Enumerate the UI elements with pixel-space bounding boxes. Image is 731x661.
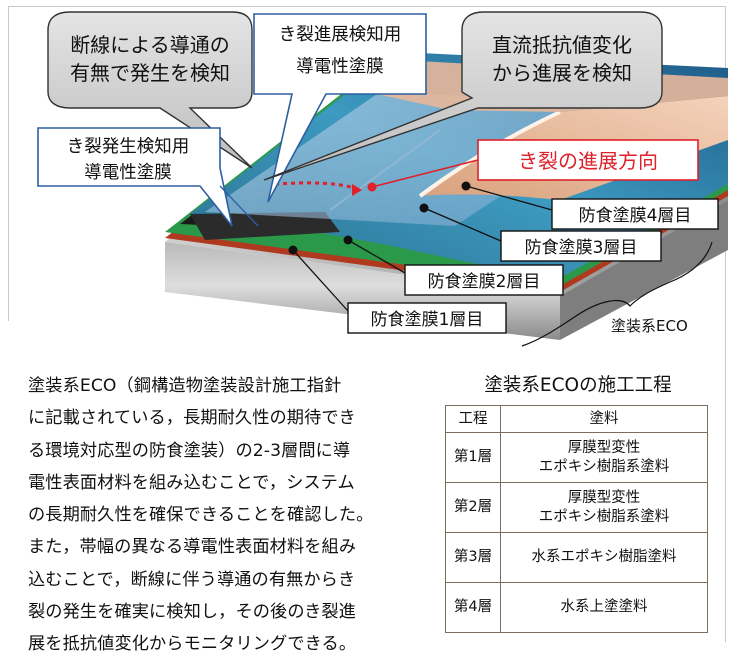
step-cell: 第1層 [445, 432, 501, 483]
frame-left-border [8, 6, 9, 321]
paint-cell: 厚膜型変性エポキシ樹脂系塗料 [500, 482, 708, 533]
callout-initiation-line1: き裂発生検知用 [67, 137, 190, 157]
header-paint: 塗料 [500, 405, 708, 433]
description-line: 裂の発生を確実に検知し，その後のき裂進 [28, 602, 356, 623]
callout-resistance-line2: から進展を検知 [492, 61, 632, 85]
layer1-label: 防食塗膜1層目 [371, 309, 484, 330]
table-row: 第2層 厚膜型変性エポキシ樹脂系塗料 [445, 482, 708, 533]
paint-line: 厚膜型変性 [567, 489, 641, 506]
callout-propagation-bubble [253, 13, 427, 203]
step-cell: 第4層 [445, 582, 501, 633]
step-cell: 第2層 [445, 482, 501, 533]
system-label: 塗装系ECO [611, 317, 688, 335]
system-brace [521, 241, 713, 347]
layer3-label: 防食塗膜3層目 [525, 237, 638, 258]
description-line: 電性表面材料を組み込むことで，システム [28, 472, 355, 493]
frame-right-border [725, 6, 726, 642]
layer2-leader [347, 239, 406, 274]
paint-line: エポキシ樹脂系塗料 [538, 508, 670, 525]
paint-line: 水系エポキシ樹脂塗料 [531, 549, 677, 565]
callout-propagation-line2: 導電性塗膜 [296, 56, 384, 77]
paint-line: 厚膜型変性 [567, 439, 641, 456]
direction-leader [371, 159, 479, 188]
table-row: 第1層 厚膜型変性エポキシ樹脂系塗料 [445, 432, 708, 483]
layer2-label-box [404, 264, 564, 296]
layer1-label-box [347, 302, 507, 334]
paint-cell: 厚膜型変性エポキシ樹脂系塗料 [500, 432, 708, 483]
paint-line: 水系上塗塗料 [560, 599, 648, 615]
paint-line: エポキシ樹脂系塗料 [538, 458, 670, 475]
description-line: に記載されている，長期耐久性の期待でき [28, 408, 356, 429]
layer3-leader [423, 207, 502, 242]
description-line: 込むことで，断線に伴う導通の有無からき [28, 569, 356, 590]
layer3-label-box [500, 230, 662, 262]
callout-disconnection-line2: 有無で発生を検知 [70, 61, 230, 85]
description-line: また，帯幅の異なる導電性表面材料を組み [28, 537, 357, 558]
film-edge-line [329, 129, 441, 211]
callout-resistance-bubble [263, 11, 663, 181]
frame-top-border [8, 6, 726, 7]
initiation-leader [219, 185, 259, 227]
description-line: の長期耐久性を確保できることを確認した。 [28, 505, 374, 526]
table-title: 塗装系ECOの施工工程 [484, 375, 672, 396]
steel-substrate-side [560, 200, 728, 340]
callout-initiation-line2: 導電性塗膜 [84, 162, 172, 183]
crack-direction-arrow [274, 181, 361, 192]
direction-label: き裂の進展方向 [518, 149, 658, 173]
layer4-label: 防食塗膜4層目 [579, 205, 692, 226]
coating-diagram: 断線による導通の 有無で発生を検知 き裂進展検知用 導電性塗膜 直流抵抗値変化 … [37, 11, 728, 347]
table-row: 第3層 水系エポキシ樹脂塗料 [445, 532, 708, 583]
description-line: 塗装系ECO（鋼構造物塗装設計施工指針 [28, 376, 342, 396]
layer4-label-box [551, 198, 719, 230]
step-cell: 第3層 [445, 532, 501, 583]
crack-direction-arrowhead [352, 184, 362, 196]
header-step: 工程 [445, 405, 501, 433]
layer1-leader [292, 249, 349, 312]
layer2-label: 防食塗膜2層目 [428, 271, 541, 292]
description-line: 展を抵抗値変化からモニタリングできる。 [28, 634, 357, 655]
direction-label-box [477, 139, 699, 181]
layer4-leader [465, 185, 553, 211]
process-table: 工程 塗料 第1層 厚膜型変性エポキシ樹脂系塗料 第2層 厚膜型変性エポキシ樹脂… [445, 405, 708, 633]
callout-disconnection-line1: 断線による導通の [70, 33, 229, 57]
description-line: る環境対応型の防食塗装）の2-3層間に導 [28, 440, 351, 461]
callout-propagation-line1: き裂進展検知用 [279, 25, 402, 45]
paint-cell: 水系エポキシ樹脂塗料 [500, 532, 708, 583]
callout-initiation-bubble [37, 127, 233, 227]
table-header-row: 工程 塗料 [445, 405, 708, 433]
callout-resistance-line1: 直流抵抗値変化 [492, 33, 632, 57]
paint-cell: 水系上塗塗料 [500, 582, 708, 633]
description-text: 塗装系ECO（鋼構造物塗装設計施工指針 に記載されている，長期耐久性の期待でき … [28, 370, 400, 661]
table-row: 第4層 水系上塗塗料 [445, 582, 708, 633]
